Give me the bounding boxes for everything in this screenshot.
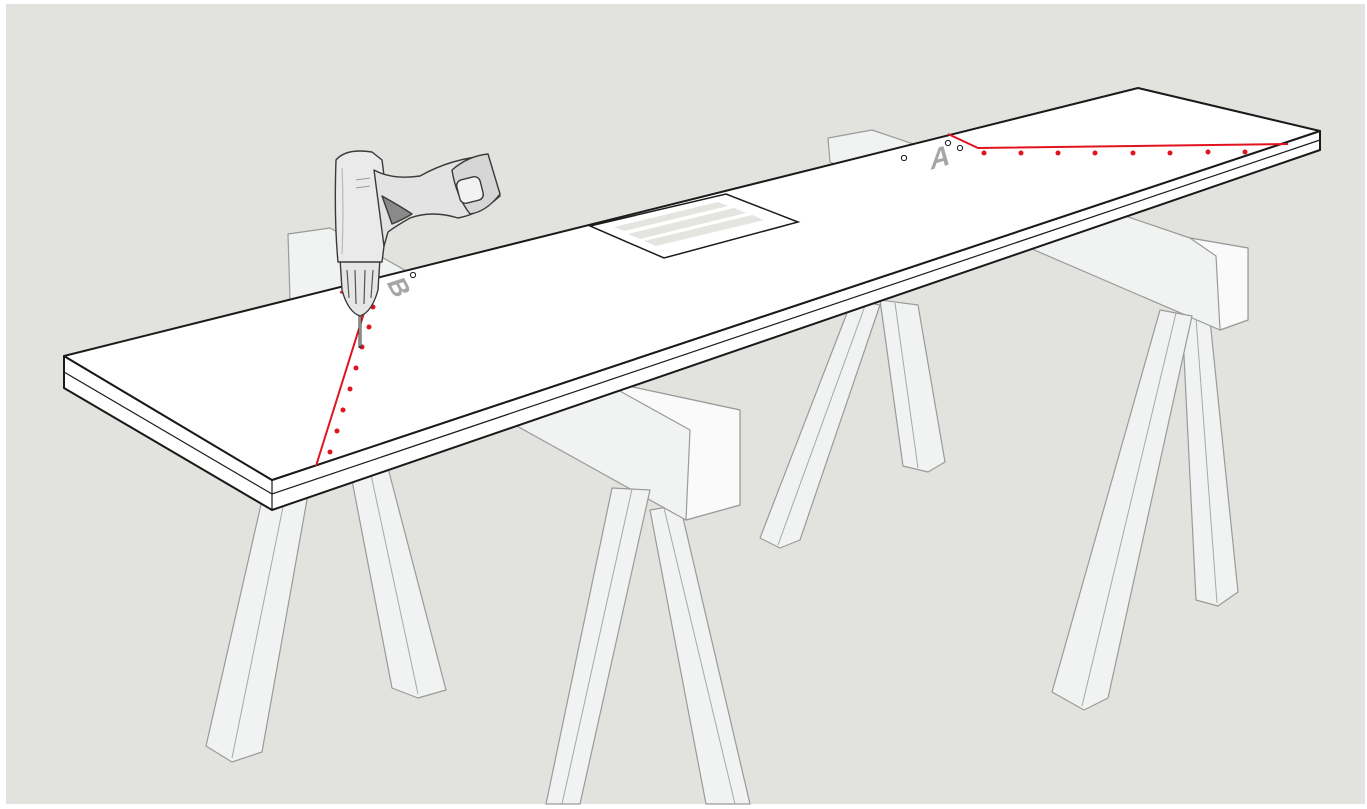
board-top <box>63 87 1321 481</box>
drill-points-b <box>327 304 376 455</box>
sawhorse-left-leg-front-right <box>545 487 651 805</box>
board: A B <box>63 87 1321 511</box>
sawhorse-right-leg-back-left <box>879 299 946 473</box>
drill-points-a <box>981 149 1248 156</box>
sawhorse-right-leg-front-left <box>759 299 881 549</box>
marking-line-a <box>947 133 1289 156</box>
screw-hole-icon <box>409 139 964 279</box>
instruction-sticker-icon <box>587 193 801 259</box>
cordless-drill-icon <box>334 150 501 348</box>
sawhorse-right-leg-front-right <box>1051 309 1193 711</box>
label-a: A <box>929 139 951 178</box>
